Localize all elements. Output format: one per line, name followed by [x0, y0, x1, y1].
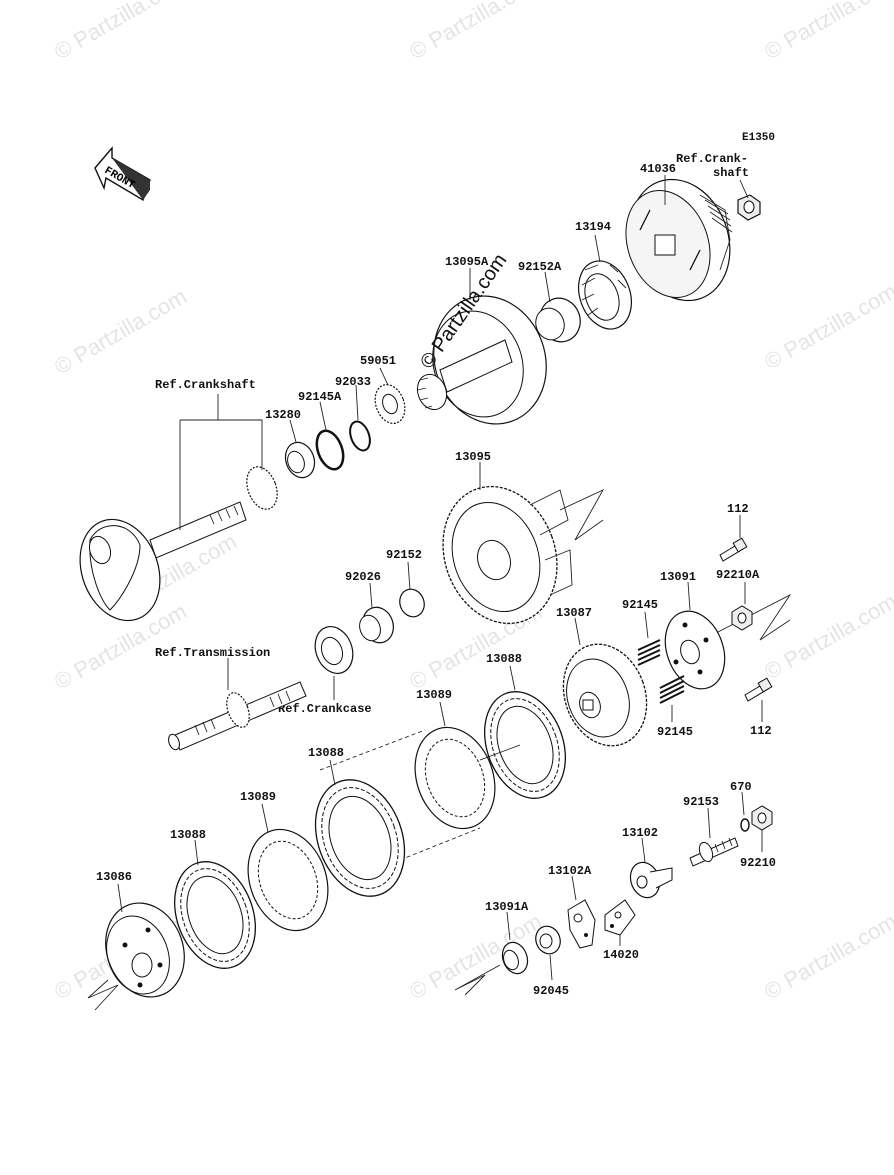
- label-92210A: 92210A: [716, 568, 760, 582]
- label-13086: 13086: [96, 870, 132, 884]
- part-112-bolt-top: [719, 537, 748, 562]
- part-670-o-ring: [740, 818, 750, 832]
- part-14020-holder: [604, 899, 636, 936]
- part-92033-circlip: [349, 420, 371, 452]
- part-92145-spring-bottom: [659, 675, 685, 704]
- watermark: © Partzilla.com: [760, 589, 894, 685]
- part-92153-screw: [689, 837, 739, 867]
- part-13280-collar: [284, 441, 316, 479]
- part-92145-spring-top: [637, 639, 661, 666]
- part-13095A-primary-housing: [416, 295, 547, 425]
- part-92045-bearing: [535, 925, 561, 955]
- label-92152A: 92152A: [518, 260, 562, 274]
- front-arrow-icon: FRONT: [94, 146, 151, 202]
- part-13089-steel-plate-mid: [414, 726, 496, 830]
- label-13102A: 13102A: [548, 864, 592, 878]
- label-ref-crank: Ref.Crank-: [676, 152, 748, 166]
- part-13091A-collar: [454, 941, 529, 996]
- part-ref-crankshaft: [79, 466, 278, 622]
- label-92210: 92210: [740, 856, 776, 870]
- label-13091A: 13091A: [485, 900, 529, 914]
- part-ref-transmission-shaft: [168, 681, 307, 751]
- part-13091-pressure-plate: [664, 593, 792, 690]
- label-13102: 13102: [622, 826, 658, 840]
- label-ref-crankcase: Ref.Crankcase: [278, 702, 372, 716]
- part-92026-collar: [359, 606, 394, 644]
- label-13095A: 13095A: [445, 255, 489, 269]
- part-92210-nut: [751, 805, 773, 831]
- label-ref-transmission: Ref.Transmission: [155, 646, 270, 660]
- part-13087-clutch-hub: [562, 643, 648, 747]
- watermark: © Partzilla.com: [50, 0, 191, 64]
- label-13089-mid: 13089: [416, 688, 452, 702]
- label-92045: 92045: [533, 984, 569, 998]
- part-13088-friction-plate-left: [173, 861, 257, 969]
- part-41036-clutch-drum: [625, 178, 733, 302]
- part-13086-plate: [87, 902, 185, 1011]
- label-92026: 92026: [345, 570, 381, 584]
- part-92210A-nut: [731, 605, 753, 631]
- part-ref-crankshaft-nut: [737, 194, 761, 221]
- watermark: © Partzilla.com: [760, 279, 894, 375]
- label-92152: 92152: [386, 548, 422, 562]
- label-13087: 13087: [556, 606, 592, 620]
- part-13089-steel-plate-left: [247, 828, 329, 932]
- label-13089-left: 13089: [240, 790, 276, 804]
- part-13102-lever: [629, 861, 673, 899]
- label-112-bottom: 112: [750, 724, 772, 738]
- part-92152A-collar: [535, 297, 581, 343]
- label-92145-bottom: 92145: [657, 725, 693, 739]
- label-92145-top: 92145: [622, 598, 658, 612]
- part-13095-clutch-gear: [442, 485, 605, 625]
- label-14020: 14020: [603, 948, 639, 962]
- part-92152-collar: [399, 588, 425, 618]
- part-112-bolt-bottom: [744, 677, 773, 702]
- diagram-code: E1350: [742, 132, 775, 144]
- label-92145A: 92145A: [298, 390, 342, 404]
- part-13088-friction-plate-mid: [314, 779, 406, 897]
- label-670: 670: [730, 780, 752, 794]
- label-13088-right: 13088: [486, 652, 522, 666]
- part-59051-gear: [374, 384, 406, 424]
- label-13088-mid: 13088: [308, 746, 344, 760]
- watermark: © Partzilla.com: [760, 909, 894, 1005]
- label-13088-left: 13088: [170, 828, 206, 842]
- label-ref-crankshaft: Ref.Crankshaft: [155, 378, 256, 392]
- label-41036: 41036: [640, 162, 676, 176]
- label-13095: 13095: [455, 450, 491, 464]
- part-92145A-spring: [315, 429, 345, 471]
- label-59051: 59051: [360, 354, 396, 368]
- label-92153: 92153: [683, 795, 719, 809]
- part-ref-crankcase-bearing: [314, 626, 354, 674]
- watermark: © Partzilla.com: [50, 284, 191, 380]
- label-112-top: 112: [727, 502, 749, 516]
- label-ref-crank-shaft: shaft: [713, 166, 749, 180]
- watermark: © Partzilla.com: [760, 0, 894, 64]
- label-13091: 13091: [660, 570, 696, 584]
- part-13088-friction-plate-right: [483, 691, 567, 799]
- label-92033: 92033: [335, 375, 371, 389]
- part-13194-one-way-clutch: [578, 260, 632, 330]
- label-13194: 13194: [575, 220, 611, 234]
- watermark: © Partzilla.com: [405, 0, 546, 64]
- part-13102A-cam: [567, 899, 596, 949]
- label-13280: 13280: [265, 408, 301, 422]
